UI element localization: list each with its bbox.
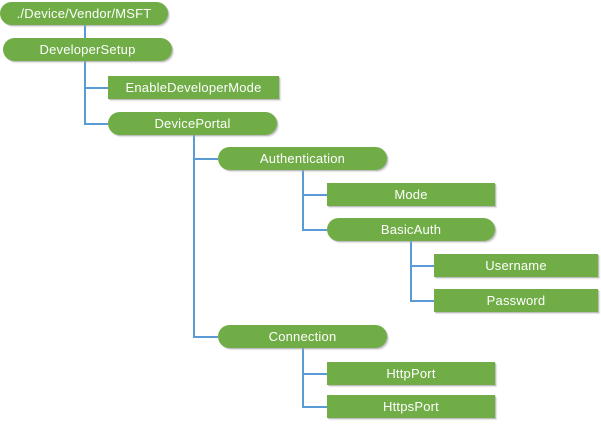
connector-authentication-trunk — [302, 170, 304, 230]
tree-node-username[interactable]: Username — [434, 254, 598, 277]
tree-node-root[interactable]: ./Device/Vendor/MSFT — [0, 2, 168, 25]
tree-node-label: Password — [486, 293, 546, 308]
connector-developersetup-trunk — [84, 61, 86, 124]
connector-basicauth-trunk — [410, 241, 412, 301]
connector-connection-to-httpsport — [302, 406, 327, 408]
connector-authentication-to-basicauth — [302, 229, 327, 231]
connector-basicauth-to-password — [410, 300, 434, 302]
connector-deviceportal-trunk — [193, 135, 195, 337]
connector-developersetup-to-deviceportal — [84, 123, 108, 125]
tree-node-label: Connection — [268, 329, 337, 344]
tree-node-label: HttpsPort — [383, 399, 439, 414]
connector-deviceportal-to-authentication — [193, 158, 218, 160]
tree-node-authentication[interactable]: Authentication — [218, 147, 387, 170]
tree-node-password[interactable]: Password — [434, 289, 598, 312]
tree-node-enabledevelopermode[interactable]: EnableDeveloperMode — [108, 76, 279, 99]
tree-node-label: ./Device/Vendor/MSFT — [16, 6, 152, 21]
tree-node-label: Username — [485, 258, 547, 273]
connector-deviceportal-to-connection — [193, 336, 218, 338]
connector-authentication-to-mode — [302, 194, 327, 196]
tree-node-label: DeveloperSetup — [39, 42, 136, 57]
tree-node-deviceportal[interactable]: DevicePortal — [108, 112, 277, 135]
connector-developersetup-to-enabledevelopermode — [84, 87, 108, 89]
connector-connection-trunk — [302, 348, 304, 407]
connector-basicauth-to-username — [410, 265, 434, 267]
tree-node-basicauth[interactable]: BasicAuth — [327, 218, 495, 241]
connector-connection-to-httpport — [302, 373, 327, 375]
tree-node-mode[interactable]: Mode — [327, 183, 495, 206]
tree-node-label: DevicePortal — [154, 116, 231, 131]
tree-node-httpsport[interactable]: HttpsPort — [327, 395, 495, 418]
tree-node-label: HttpPort — [386, 366, 436, 381]
tree-node-connection[interactable]: Connection — [218, 325, 387, 348]
tree-node-label: BasicAuth — [380, 222, 442, 237]
tree-node-label: Mode — [394, 187, 428, 202]
tree-node-httpport[interactable]: HttpPort — [327, 362, 495, 385]
tree-node-developersetup[interactable]: DeveloperSetup — [3, 38, 172, 61]
tree-node-label: EnableDeveloperMode — [125, 80, 262, 95]
connector-root-to-developersetup — [84, 25, 86, 38]
tree-node-label: Authentication — [259, 151, 346, 166]
